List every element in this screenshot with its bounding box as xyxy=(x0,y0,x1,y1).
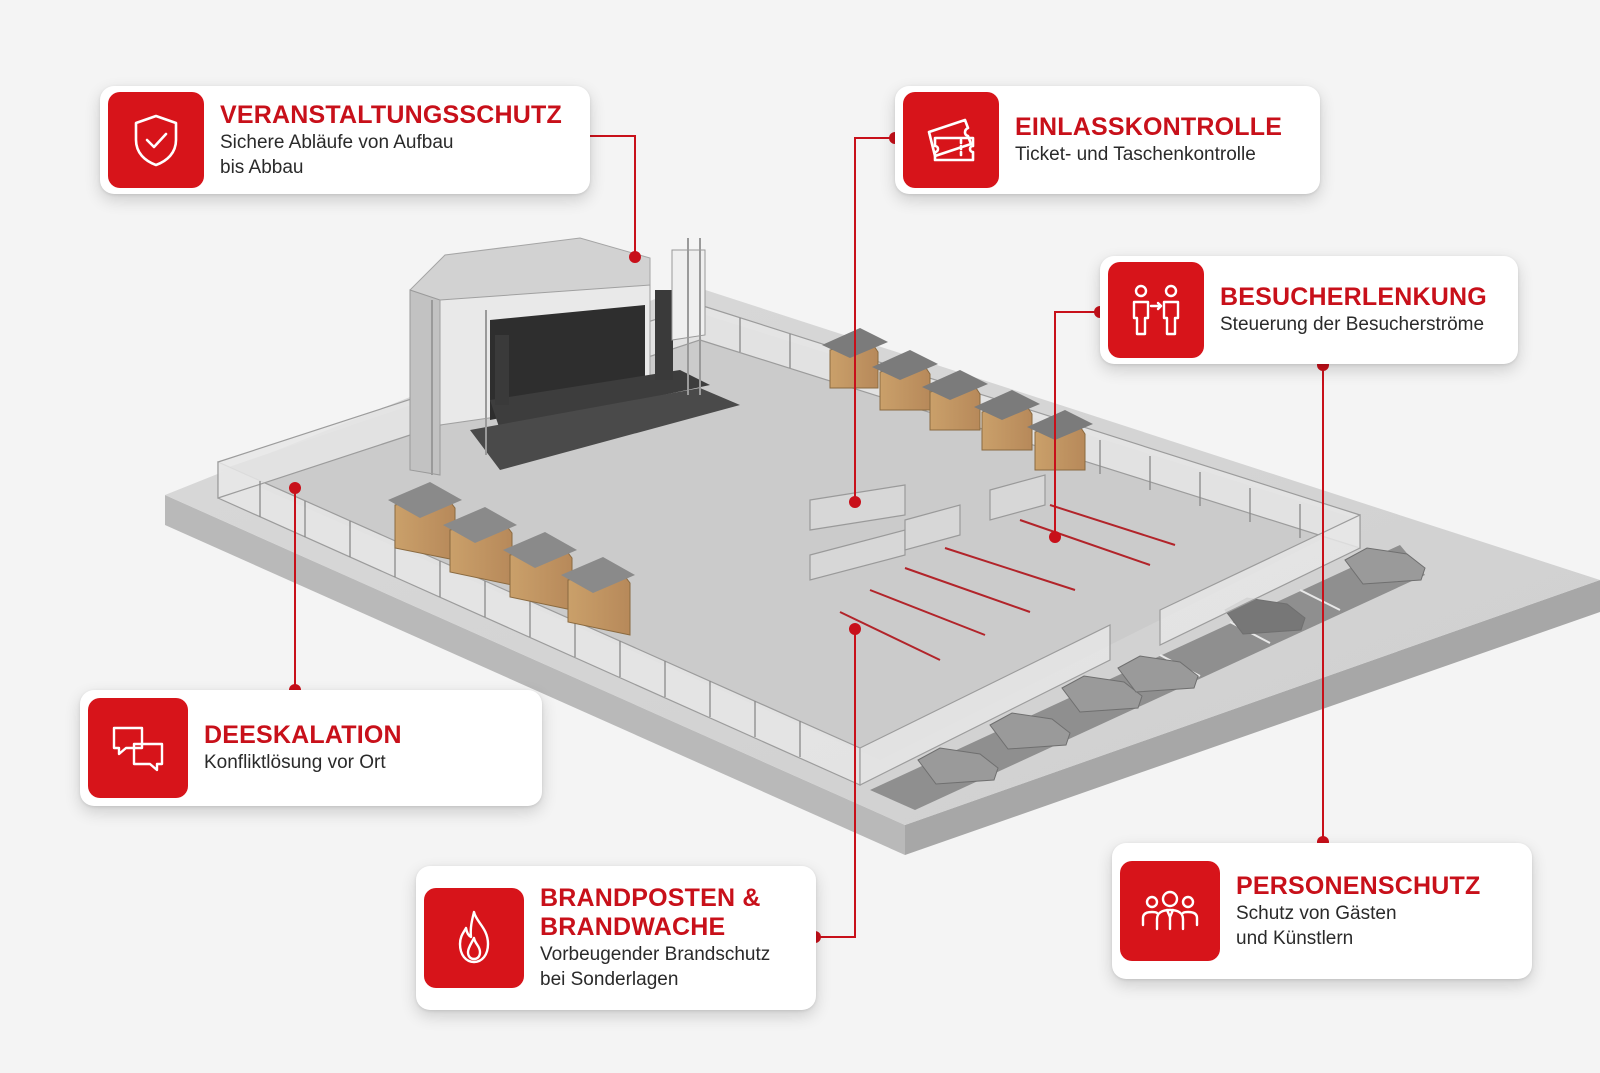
parked-cars xyxy=(917,547,1426,785)
connector-brandposten xyxy=(815,629,856,938)
callout-veranstaltungsschutz: VERANSTALTUNGSSCHUTZ Sichere Abläufe von… xyxy=(100,86,590,194)
callout-deeskalation: DEESKALATION Konfliktlösung vor Ort xyxy=(80,690,542,806)
visitor-guidance-icon xyxy=(1108,262,1204,358)
callout-einlasskontrolle: EINLASSKONTROLLE Ticket- und Taschenkont… xyxy=(895,86,1320,194)
connector-veranstaltungsschutz xyxy=(585,135,636,255)
connector-einlasskontrolle xyxy=(854,137,895,502)
callout-desc-line1: Steuerung der Besucherströme xyxy=(1220,314,1485,335)
flame-icon xyxy=(424,888,524,988)
callout-title: BESUCHERLENKUNG xyxy=(1220,283,1487,311)
connector-lines xyxy=(294,135,1324,938)
callout-besucherlenkung: BESUCHERLENKUNG Steuerung der Besucherst… xyxy=(1100,256,1518,364)
callout-desc-line1: Ticket- und Taschenkontrolle xyxy=(1015,144,1256,165)
stage xyxy=(409,237,740,476)
callout-desc-line2: bei Sonderlagen xyxy=(540,969,679,990)
callout-desc-line1: Konfliktlösung vor Ort xyxy=(204,752,386,773)
fence-posts xyxy=(259,318,1301,757)
callout-title: VERANSTALTUNGSSCHUTZ xyxy=(220,100,562,129)
entrance-gates xyxy=(809,474,1046,581)
callout-brandposten: BRANDPOSTEN & BRANDWACHE Vorbeugender Br… xyxy=(416,866,816,1010)
callout-title: EINLASSKONTROLLE xyxy=(1015,113,1283,141)
callout-title-line1: BRANDPOSTEN & xyxy=(540,884,761,912)
connector-dots xyxy=(289,132,1329,943)
base-slab-front-right xyxy=(905,580,1600,855)
queue-barriers xyxy=(839,504,1176,661)
hut-front-roofs xyxy=(388,482,635,593)
connector-besucherlenkung xyxy=(1054,311,1100,537)
shield-check-icon xyxy=(108,92,204,188)
speech-bubbles-icon xyxy=(88,698,188,798)
callout-personenschutz: PERSONENSCHUTZ Schutz von Gästen und Kün… xyxy=(1112,843,1532,979)
callout-title: DEESKALATION xyxy=(204,721,402,749)
market-huts xyxy=(388,328,1093,636)
callout-desc-line1: Vorbeugender Brandschutz xyxy=(540,944,771,965)
callout-title-line2: BRANDWACHE xyxy=(540,913,726,941)
callout-desc-line1: Schutz von Gästen xyxy=(1236,902,1397,924)
callout-desc-line2: und Künstlern xyxy=(1236,927,1354,949)
callout-desc-line2: bis Abbau xyxy=(220,156,304,178)
callout-title: PERSONENSCHUTZ xyxy=(1236,871,1481,900)
ticket-icon xyxy=(903,92,999,188)
callout-desc-line1: Sichere Abläufe von Aufbau xyxy=(220,131,454,153)
base-slab-front-left xyxy=(165,495,905,855)
people-icon xyxy=(1120,861,1220,961)
